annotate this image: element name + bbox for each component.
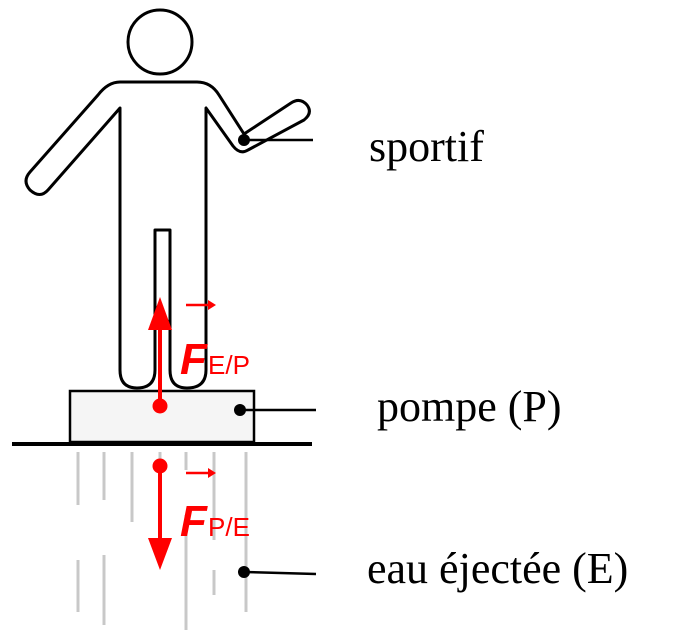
force-symbol: F <box>180 497 208 546</box>
force-label-e-p: F E/P <box>180 300 250 384</box>
water-connector-dot <box>238 566 250 578</box>
athlete-connector-dot <box>238 134 250 146</box>
force-subscript: P/E <box>208 512 250 542</box>
ejected-water <box>76 452 248 630</box>
force-subscript: E/P <box>208 350 250 380</box>
label-connectors <box>240 138 317 576</box>
water-label: eau éjectée (E) <box>367 544 628 593</box>
force-on-water-arrow <box>148 458 172 570</box>
athlete-figure <box>24 8 311 390</box>
pump-connector-dot <box>234 404 246 416</box>
athlete-body <box>24 80 311 390</box>
force-symbol: F <box>180 335 208 384</box>
force-label-p-e: F P/E <box>180 468 250 546</box>
pump-label: pompe (P) <box>377 382 562 431</box>
force-on-pump-arrow <box>148 297 172 414</box>
athlete-head <box>126 8 194 76</box>
athlete-label: sportif <box>369 122 484 171</box>
pump-box <box>68 389 256 444</box>
